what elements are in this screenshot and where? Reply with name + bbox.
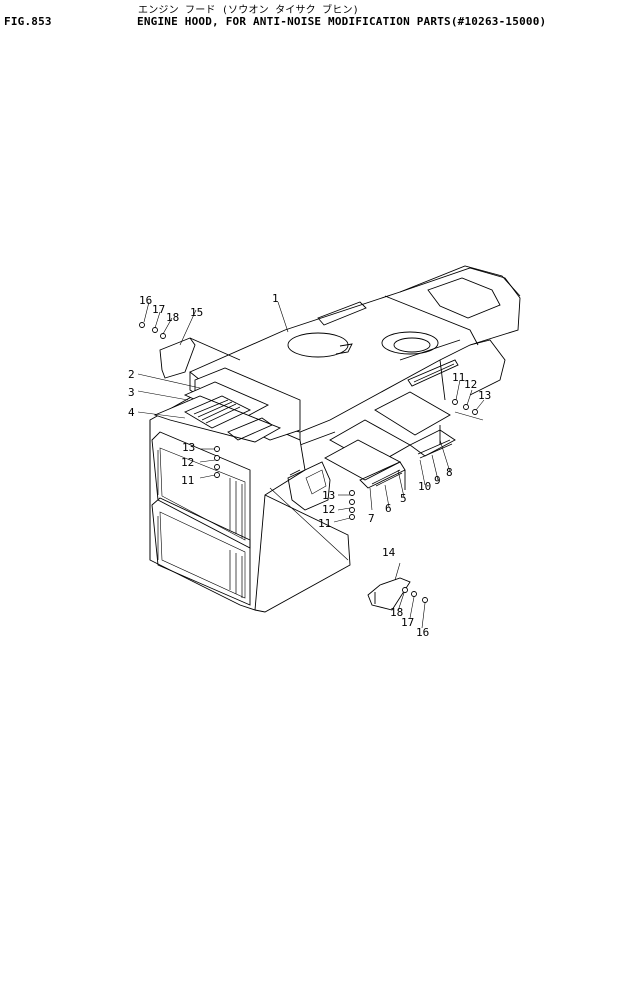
callout-18-upper: 18 <box>166 311 179 324</box>
leader-lines <box>137 301 485 629</box>
figure-number: FIG.853 <box>4 15 52 28</box>
callout-2: 2 <box>128 368 135 381</box>
callout-labels: 1 2 3 4 5 6 7 8 9 10 11 11 11 12 12 12 1… <box>128 292 491 639</box>
callout-12-left: 12 <box>181 456 194 469</box>
callout-5: 5 <box>400 492 407 505</box>
callout-6: 6 <box>385 502 392 515</box>
bracket-14 <box>367 577 411 611</box>
callout-13-middle: 13 <box>322 489 335 502</box>
callout-12-right: 12 <box>464 378 477 391</box>
callout-8: 8 <box>446 466 453 479</box>
callout-11-left: 11 <box>181 474 194 487</box>
callout-4: 4 <box>128 406 135 419</box>
callout-7: 7 <box>368 512 375 525</box>
fastener-stack-middle <box>349 490 355 520</box>
callout-10: 10 <box>418 480 431 493</box>
callout-14: 14 <box>382 546 396 559</box>
bolts-upper-left <box>139 322 166 339</box>
callout-15: 15 <box>190 306 203 319</box>
bolts-lower-right <box>402 587 428 603</box>
callout-9: 9 <box>434 474 441 487</box>
callout-13-right: 13 <box>478 389 491 402</box>
title-japanese: エンジン フード (ソウオン タイサク ブヒン) <box>138 5 359 16</box>
bracket-15 <box>159 337 241 379</box>
fastener-stack-right <box>452 399 478 415</box>
callout-18-lower: 18 <box>390 606 403 619</box>
callout-12-middle: 12 <box>322 503 335 516</box>
callout-11-middle: 11 <box>318 517 331 530</box>
callout-1: 1 <box>272 292 279 305</box>
callout-3: 3 <box>128 386 135 399</box>
callout-16-lower: 16 <box>416 626 429 639</box>
callout-13-left: 13 <box>182 441 195 454</box>
right-side-panels <box>324 391 456 490</box>
front-top-panels <box>153 367 301 443</box>
callout-16-upper: 16 <box>139 294 152 307</box>
callout-11-right: 11 <box>452 371 465 384</box>
fastener-stack-left <box>214 446 220 478</box>
callout-17-upper: 17 <box>152 303 165 316</box>
title-english: ENGINE HOOD, FOR ANTI-NOISE MODIFICATION… <box>137 15 547 28</box>
callout-17-lower: 17 <box>401 616 414 629</box>
